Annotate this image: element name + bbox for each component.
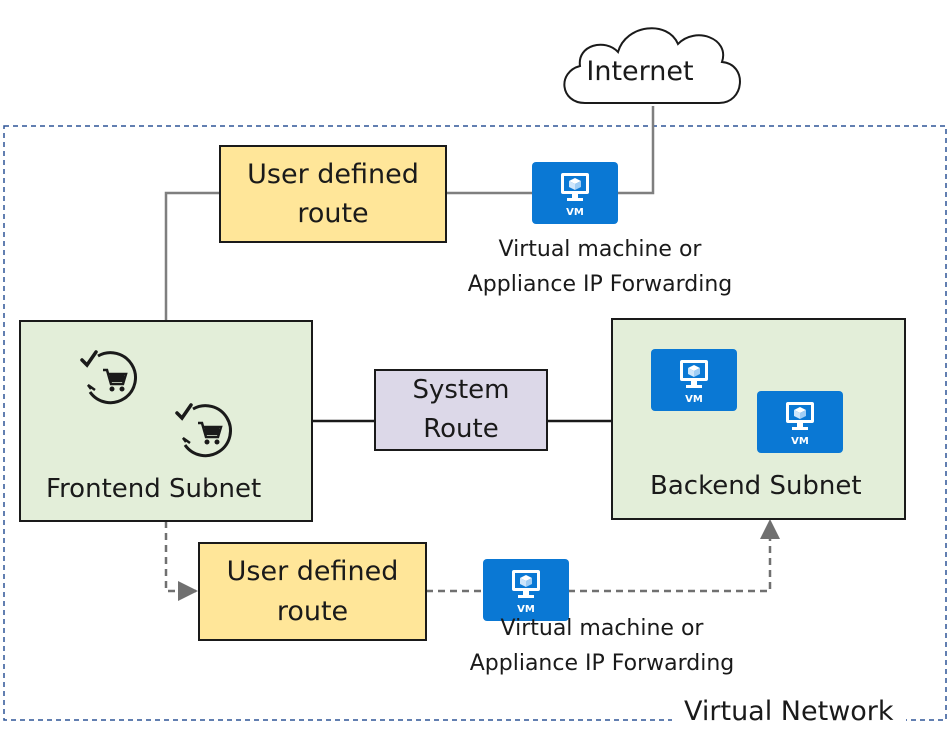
udr-top-line2: route	[297, 198, 369, 229]
monitor-icon	[561, 173, 589, 201]
frontend-subnet[interactable]	[19, 320, 313, 522]
shopping-cart-icon	[80, 350, 137, 405]
connector-frontend-to-top-udr	[164, 191, 220, 320]
connector-frontend-to-bottom-udr	[164, 521, 198, 601]
udr-bottom-line1: User defined	[226, 556, 399, 588]
vm-badge: VM	[566, 207, 584, 218]
connector-appliance-to-backend	[568, 519, 780, 593]
vm-icon[interactable]: VM	[651, 349, 737, 411]
vm-icon[interactable]: VM	[757, 391, 843, 453]
appliance-bottom-line2: Appliance IP Forwarding	[469, 651, 735, 677]
vm-badge: VM	[517, 604, 535, 615]
connector-appliance-to-internet	[617, 106, 655, 195]
vm-badge: VM	[685, 394, 703, 405]
monitor-icon	[512, 570, 540, 598]
backend-subnet-label: Backend Subnet	[650, 471, 862, 501]
virtual-network-label: Virtual Network	[672, 696, 906, 727]
monitor-icon	[786, 402, 814, 430]
virtual-network-boundary	[3, 125, 947, 721]
system-route[interactable]: System Route	[374, 369, 548, 451]
appliance-top-line2: Appliance IP Forwarding	[467, 272, 733, 298]
internet-cloud	[563, 27, 741, 105]
monitor-icon	[680, 360, 708, 388]
vm-icon[interactable]: VM	[483, 559, 569, 621]
user-defined-route-top[interactable]: User defined route	[219, 145, 447, 243]
frontend-subnet-label: Frontend Subnet	[46, 474, 262, 504]
shopping-cart-icon	[175, 403, 232, 458]
appliance-bottom-caption: Virtual machine or Appliance IP Forwardi…	[452, 611, 752, 681]
internet-label: Internet	[586, 56, 694, 87]
system-route-line1: System	[412, 375, 510, 405]
vm-badge: VM	[791, 436, 809, 447]
vm-icon[interactable]: VM	[532, 162, 618, 224]
user-defined-route-bottom[interactable]: User defined route	[198, 542, 427, 641]
appliance-top-line1: Virtual machine or	[498, 237, 702, 262]
appliance-top-caption: Virtual machine or Appliance IP Forwardi…	[450, 232, 750, 302]
udr-top-line1: User defined	[247, 158, 419, 190]
udr-bottom-line2: route	[276, 595, 349, 627]
appliance-bottom-line1: Virtual machine or	[500, 616, 704, 641]
system-route-line2: Route	[423, 414, 499, 444]
